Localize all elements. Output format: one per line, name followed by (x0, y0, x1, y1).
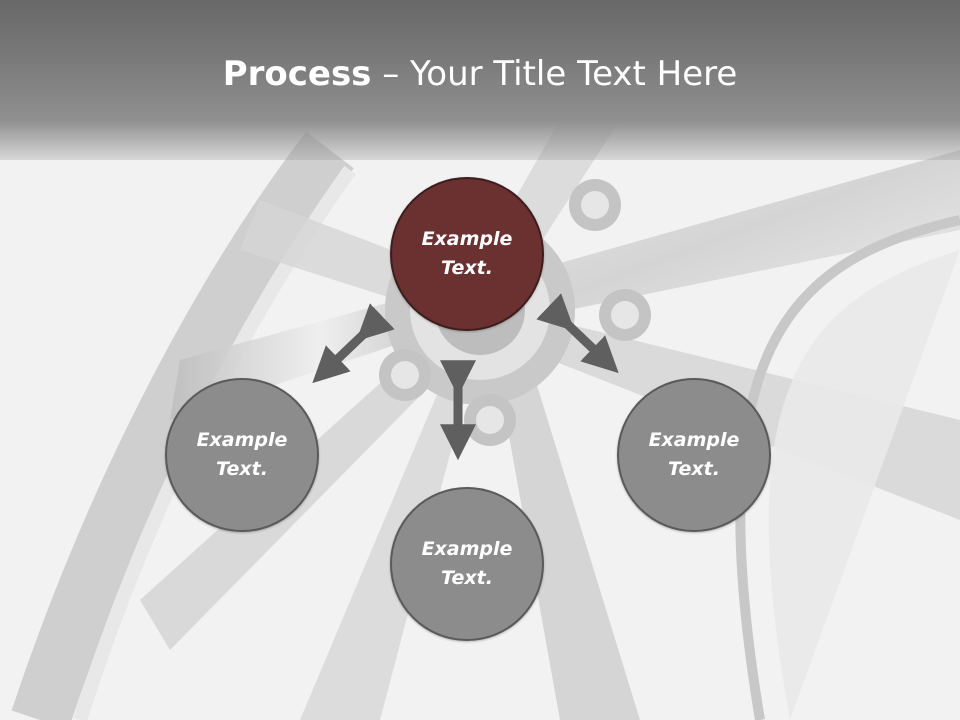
bottom-node-line2: Text. (441, 567, 493, 589)
center-node-line1: Example (421, 228, 513, 250)
arrow-center-right (536, 293, 619, 374)
bottom-node-line1: Example (421, 538, 513, 560)
bottom-node[interactable]: Example Text. (390, 487, 544, 641)
left-node-line2: Text. (216, 458, 268, 480)
title-bold: Process (222, 54, 372, 94)
right-node-line2: Text. (668, 458, 720, 480)
title-rest: – Your Title Text Here (371, 54, 738, 94)
arrow-center-left (312, 303, 395, 384)
center-node[interactable]: Example Text. (390, 177, 544, 331)
right-node[interactable]: Example Text. (617, 378, 771, 532)
slide-title: Process – Your Title Text Here (0, 52, 960, 96)
title-bar (0, 0, 960, 160)
center-node-line2: Text. (441, 257, 493, 279)
left-node[interactable]: Example Text. (165, 378, 319, 532)
right-node-line1: Example (648, 429, 740, 451)
left-node-line1: Example (196, 429, 288, 451)
